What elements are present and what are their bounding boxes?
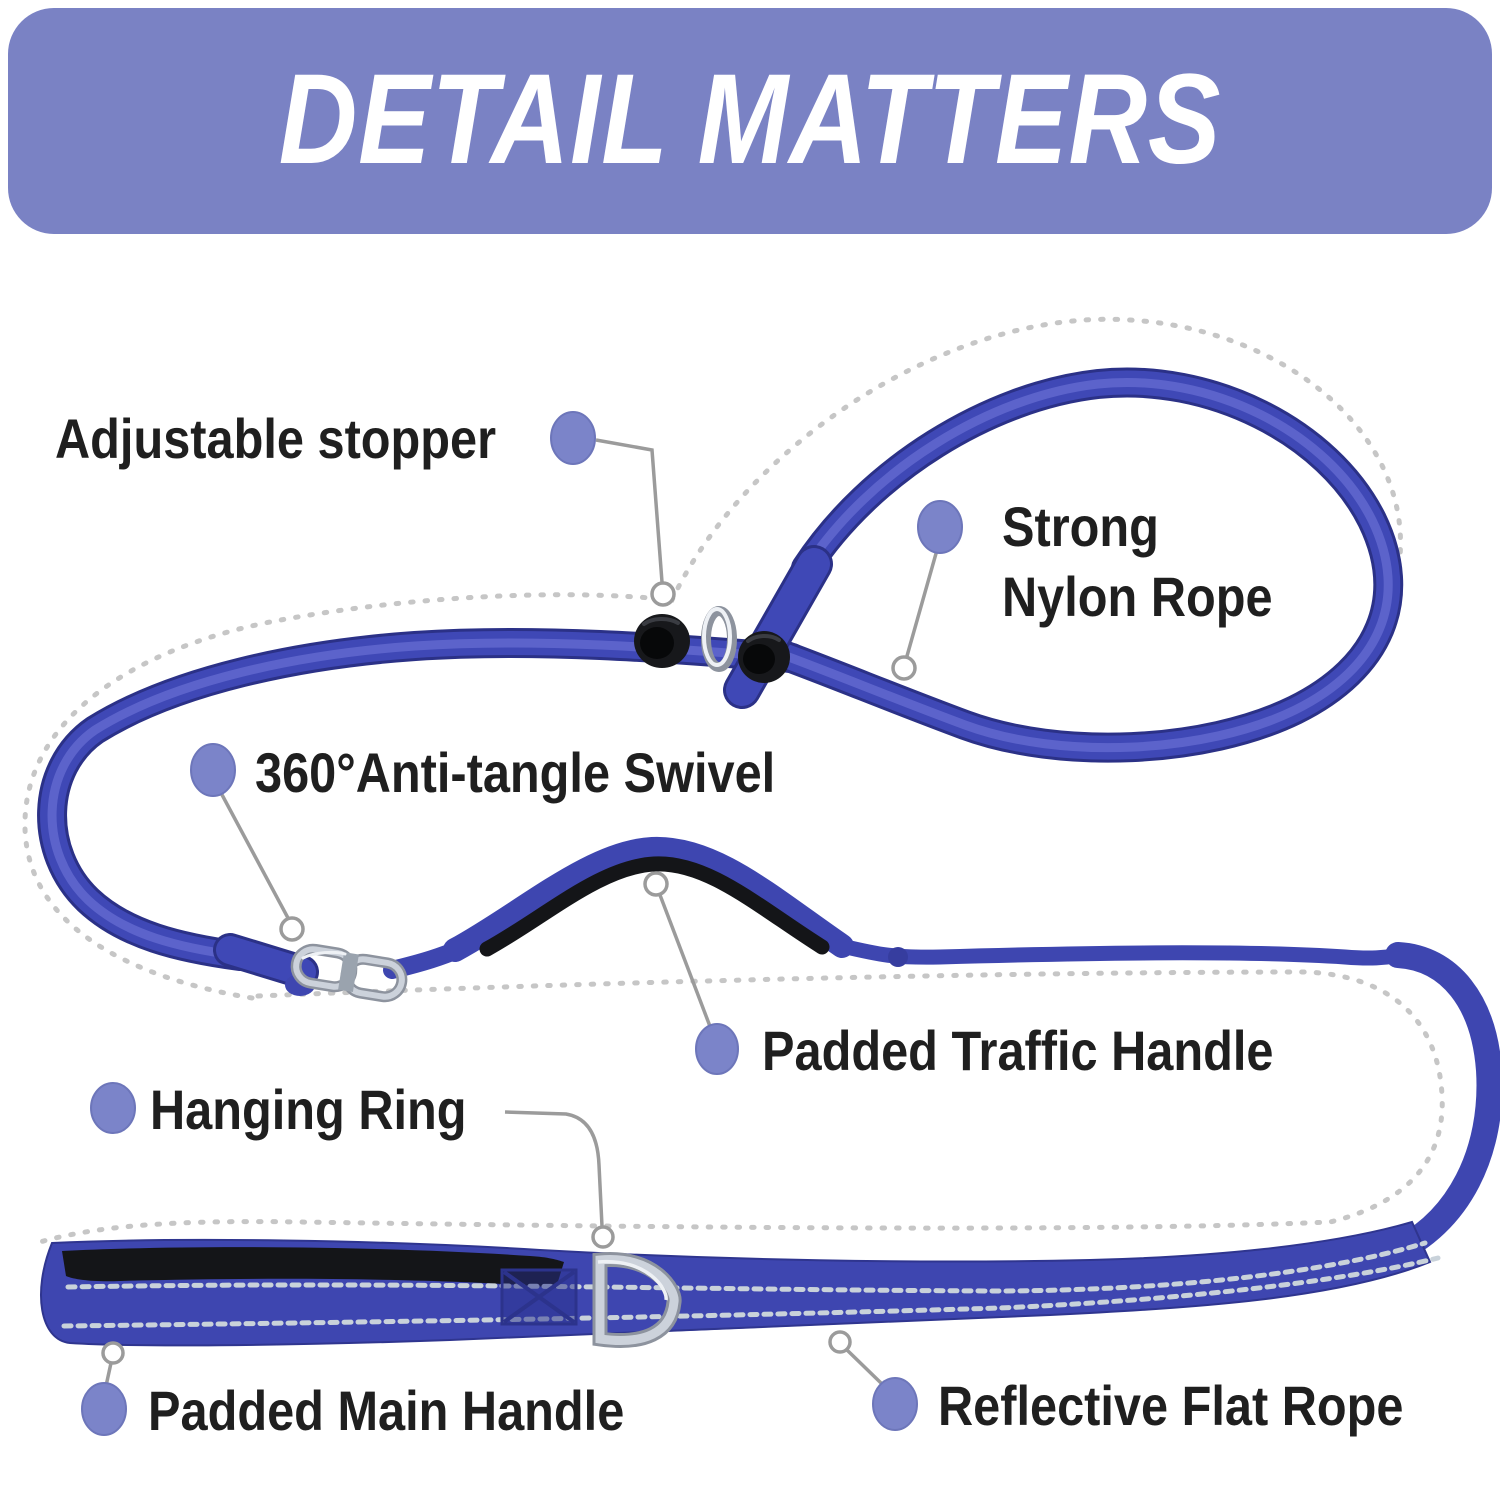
stopper-bead-right: [738, 631, 790, 683]
label-reflective-flat-rope: Reflective Flat Rope: [938, 1375, 1404, 1438]
leader-adjustable-stopper: [595, 438, 664, 583]
callout-dot-anti-tangle-swivel: [190, 743, 236, 797]
label-nylon-rope: Nylon Rope: [1002, 566, 1273, 629]
traffic-handle-arch: [443, 836, 854, 962]
leader-lines: [104, 438, 939, 1387]
target-circle-hanging-ring: [591, 1225, 615, 1249]
page-title: DETAIL MATTERS: [279, 48, 1222, 191]
rope-right-loop: [771, 367, 1404, 763]
callout-dot-padded-main-handle: [81, 1382, 127, 1436]
label-hanging-ring: Hanging Ring: [150, 1079, 467, 1142]
nylon-rope: [37, 367, 1404, 989]
handle-stitch-knob: [888, 947, 908, 967]
callout-labels: Adjustable stopper Strong Nylon Rope 360…: [55, 408, 1404, 1443]
label-padded-traffic-handle: Padded Traffic Handle: [762, 1020, 1274, 1083]
callout-dots: [81, 411, 963, 1436]
target-circles: [101, 581, 917, 1365]
header-banner: DETAIL MATTERS: [8, 8, 1492, 234]
target-circle-padded-main-handle: [101, 1341, 125, 1365]
rope-left-section: [37, 627, 807, 971]
label-strong: Strong: [1002, 496, 1159, 559]
leader-hanging-ring: [504, 1110, 604, 1227]
box-stitch: [500, 1268, 578, 1326]
target-circle-anti-tangle-swivel: [279, 916, 305, 942]
label-padded-main-handle: Padded Main Handle: [148, 1380, 624, 1443]
reflective-stitching: [61, 1240, 1441, 1329]
stopper-hardware: [634, 606, 790, 683]
callout-dot-reflective-flat-rope: [872, 1377, 918, 1431]
target-circle-reflective-flat-rope: [828, 1330, 852, 1354]
ghost-outline-dotted: [22, 316, 1445, 1245]
callout-dot-padded-traffic-handle: [695, 1023, 739, 1075]
callout-dot-strong-nylon-rope: [917, 500, 963, 554]
stopper-bead-left: [634, 614, 690, 668]
leader-strong-nylon-rope: [905, 549, 939, 657]
leader-reflective-flat-rope: [845, 1348, 883, 1385]
ghost-path-rope: [22, 316, 1403, 1001]
target-circle-adjustable-stopper: [650, 581, 676, 607]
banner-background: [8, 8, 1492, 234]
callout-dot-hanging-ring: [90, 1082, 136, 1134]
leader-anti-tangle-swivel: [218, 790, 290, 919]
main-handle-padding: [62, 1247, 564, 1288]
slip-ring-highlight: [702, 607, 732, 667]
strap-edge-run: [834, 938, 1408, 966]
callout-dot-adjustable-stopper: [550, 411, 596, 465]
strap-right-curve: [1277, 942, 1500, 1286]
ghost-path-strap: [37, 969, 1445, 1245]
traffic-handle-padding: [479, 856, 830, 957]
target-circle-strong-nylon-rope: [891, 655, 917, 681]
swivel-sleeve-face: [216, 936, 316, 986]
target-circle-padded-traffic-handle: [643, 871, 669, 897]
hanging-ring-icon: [592, 1252, 682, 1348]
bottom-band: [40, 1220, 1441, 1348]
label-adjustable-stopper: Adjustable stopper: [55, 408, 496, 471]
swivel-icon: [285, 943, 408, 1003]
label-anti-tangle-swivel: 360°Anti-tangle Swivel: [255, 742, 775, 805]
leader-padded-traffic-handle: [658, 894, 713, 1030]
leader-padded-main-handle: [104, 1362, 113, 1387]
